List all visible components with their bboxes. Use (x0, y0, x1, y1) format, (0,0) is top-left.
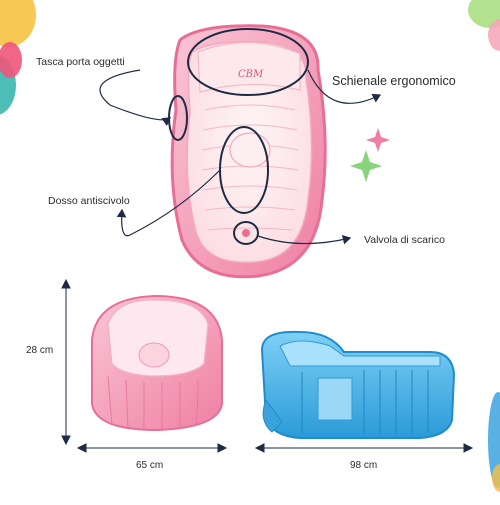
sparkle-green-icon (350, 150, 382, 182)
height-arrow-top (61, 278, 71, 289)
blob-green (468, 0, 500, 28)
tub-top-view: CBM (170, 24, 327, 279)
dimension-arrows (61, 278, 474, 453)
callout-pocket-label: Tasca porta oggetti (36, 56, 125, 68)
dimension-height-label: 28 cm (26, 345, 54, 356)
callout-lines (99, 69, 382, 245)
drain-valve-icon (242, 229, 250, 237)
front-tub-inner (107, 299, 209, 377)
dimension-length-label: 98 cm (350, 460, 378, 471)
side-tub-handle (262, 398, 283, 433)
embroidery-text: CBM (238, 69, 264, 80)
length-arrow-left (254, 443, 265, 453)
blob-pink (0, 42, 22, 78)
line-backrest (307, 69, 382, 104)
dimension-width-label: 65 cm (136, 460, 164, 471)
height-arrow-bottom (61, 435, 71, 446)
highlight-backrest (187, 28, 309, 96)
callout-backrest-label: Schienale ergonomico (332, 74, 456, 88)
sparkle-icons (350, 128, 390, 182)
length-arrow-right (463, 443, 474, 453)
tub-front-view (91, 294, 223, 432)
blob-yellow (0, 0, 36, 47)
front-tub-pleats (107, 375, 199, 430)
tub-side-view (260, 330, 456, 439)
decorative-blobs (0, 0, 500, 492)
line-pocket (99, 69, 171, 127)
anti-slip-hump (229, 132, 271, 168)
width-arrow-left (76, 443, 87, 453)
front-tub-hump (138, 342, 170, 368)
side-tub-pocket (317, 377, 353, 421)
highlight-drain-valve (233, 221, 259, 245)
blob-blue-right (488, 392, 500, 488)
line-drain-valve (257, 235, 352, 245)
side-tub-pleats (301, 370, 429, 434)
blob-pink-right (488, 19, 500, 51)
blob-yellow-right (492, 464, 500, 492)
width-arrow-right (217, 443, 228, 453)
tub-headrest (197, 41, 301, 93)
sparkle-pink-icon (366, 128, 390, 152)
side-tub-rim (279, 340, 441, 367)
callout-anti-slip-label: Dosso antiscivolo (48, 195, 130, 207)
callout-drain-valve-label: Valvola di scarico (364, 234, 445, 246)
line-anti-slip (116, 169, 221, 237)
